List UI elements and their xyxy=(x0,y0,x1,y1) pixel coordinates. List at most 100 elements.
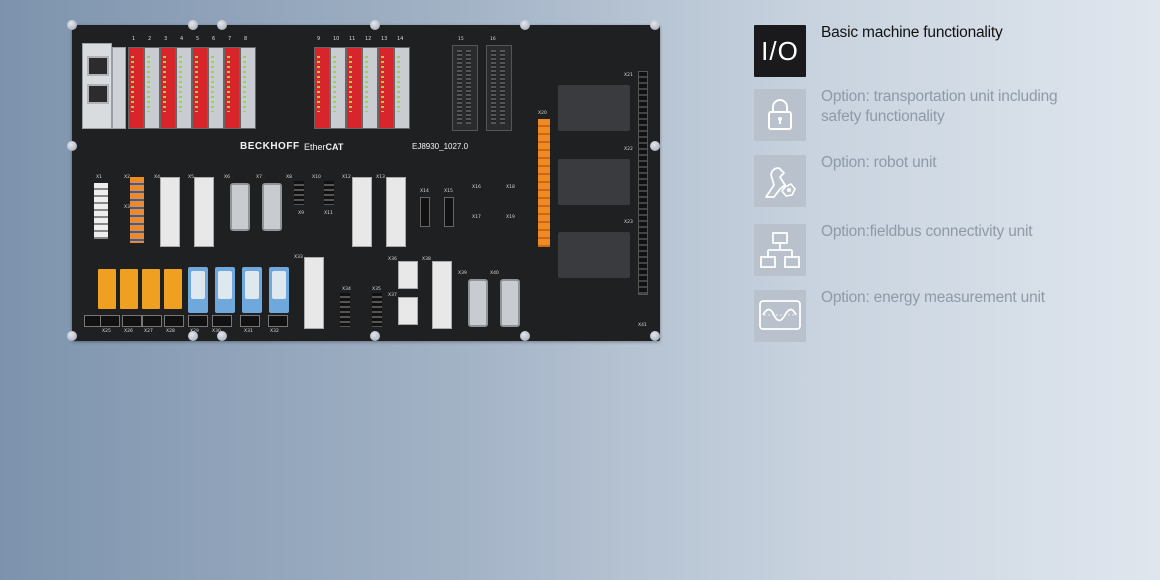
blue-relay xyxy=(215,267,235,313)
terminal-led-column xyxy=(365,56,368,112)
screw xyxy=(370,20,380,30)
terminal-led-column xyxy=(397,56,400,112)
io-terminal-module xyxy=(128,47,144,129)
orange-terminal-strip xyxy=(538,119,550,247)
label-x12: X12 xyxy=(342,175,351,180)
dsub-connector-x7 xyxy=(262,183,282,231)
dsub-connector-x39 xyxy=(468,279,488,327)
module-number: 8 xyxy=(244,36,248,42)
pin-header-slot-15 xyxy=(452,45,478,131)
module-number: 5 xyxy=(196,36,200,42)
pin-block-x34 xyxy=(340,293,350,327)
module-number: 10 xyxy=(333,36,340,42)
blue-relay xyxy=(188,267,208,313)
legend-label-basic: Basic machine functionality xyxy=(821,24,1003,41)
legend-label-energy: Option: energy measurement unit xyxy=(821,289,1045,306)
label-x22: X22 xyxy=(624,147,633,152)
label-x10: X10 xyxy=(312,175,321,180)
label-x11: X11 xyxy=(324,211,333,216)
screw xyxy=(650,331,660,341)
screw xyxy=(188,20,198,30)
amber-relay xyxy=(98,269,116,309)
network-icon xyxy=(754,224,806,276)
screw xyxy=(650,141,660,151)
slot-label-16: 16 xyxy=(490,37,496,42)
label-x3: X3 xyxy=(124,205,130,210)
terminal-led-column xyxy=(243,56,246,112)
module-number: 3 xyxy=(164,36,168,42)
module-number: 6 xyxy=(212,36,216,42)
screw xyxy=(217,20,227,30)
bottom-terminal xyxy=(122,315,142,327)
legend-label-robot: Option: robot unit xyxy=(821,154,937,171)
terminal-led-column xyxy=(131,56,134,112)
label-x40: X40 xyxy=(490,271,499,276)
label-x35: X35 xyxy=(372,287,381,292)
white-connector-x38 xyxy=(432,261,452,329)
amber-relay xyxy=(164,269,182,309)
io-terminal-module xyxy=(160,47,176,129)
screw xyxy=(650,20,660,30)
module-number: 9 xyxy=(317,36,321,42)
white-connector-x36 xyxy=(398,261,418,289)
io-terminal-module xyxy=(314,47,330,129)
label-x15: X15 xyxy=(444,189,453,194)
legend-label-fieldbus: Option:fieldbus connectivity unit xyxy=(821,223,1033,240)
label-x25: X25 xyxy=(102,329,111,334)
label-x38: X38 xyxy=(422,257,431,262)
module-number: 11 xyxy=(349,36,356,42)
ethercat-logo: EtherCAT xyxy=(304,142,344,152)
label-x6: X6 xyxy=(224,175,230,180)
white-connector-x5 xyxy=(194,177,214,247)
label-x9: X9 xyxy=(298,211,304,216)
robot-arm-icon xyxy=(754,155,806,207)
io-terminal-module xyxy=(192,47,208,129)
label-x32: X32 xyxy=(270,329,279,334)
module-number: 7 xyxy=(228,36,232,42)
label-x37: X37 xyxy=(388,293,397,298)
bottom-terminal xyxy=(188,315,208,327)
bottom-terminal xyxy=(268,315,288,327)
bottom-terminal xyxy=(212,315,232,327)
label-x8: X8 xyxy=(286,175,292,180)
label-x30: X30 xyxy=(212,329,221,334)
pin-block-x8 xyxy=(294,181,304,205)
bottom-terminal xyxy=(100,315,120,327)
terminal-led-column xyxy=(211,56,214,112)
screw xyxy=(520,20,530,30)
label-x18: X18 xyxy=(506,185,515,190)
label-x33: X33 xyxy=(294,255,303,260)
screw xyxy=(520,331,530,341)
white-connector-x33 xyxy=(304,257,324,329)
label-x5: X5 xyxy=(188,175,194,180)
label-x1: X1 xyxy=(96,175,102,180)
io-terminal-module xyxy=(208,47,224,129)
module-number: 4 xyxy=(180,36,184,42)
legend-label-transport: Option: transportation unit including sa… xyxy=(821,88,1058,125)
label-x36: X36 xyxy=(388,257,397,262)
label-x2: X2 xyxy=(124,175,130,180)
terminal-led-column xyxy=(227,56,230,112)
relay-body xyxy=(272,271,286,299)
label-x20: X20 xyxy=(538,111,547,116)
screw xyxy=(67,20,77,30)
io-terminal-module xyxy=(362,47,378,129)
bottom-terminal xyxy=(142,315,162,327)
sine-wave-icon xyxy=(754,290,806,342)
io-terminal-module xyxy=(378,47,394,129)
blue-relay xyxy=(269,267,289,313)
relay-body xyxy=(218,271,232,299)
part-number: EJ8930_1027.0 xyxy=(412,142,469,151)
screw xyxy=(370,331,380,341)
slot-label-15: 15 xyxy=(458,37,464,42)
label-x14: X14 xyxy=(420,189,429,194)
pin-block-x35 xyxy=(372,293,382,327)
white-connector-x4 xyxy=(160,177,180,247)
dsub-connector-x6 xyxy=(230,183,250,231)
io-icon-text: I/O xyxy=(761,36,799,66)
terminal-led-column xyxy=(349,56,352,112)
label-x23: X23 xyxy=(624,220,633,225)
screw xyxy=(188,331,198,341)
pin-block-x15 xyxy=(444,197,454,227)
